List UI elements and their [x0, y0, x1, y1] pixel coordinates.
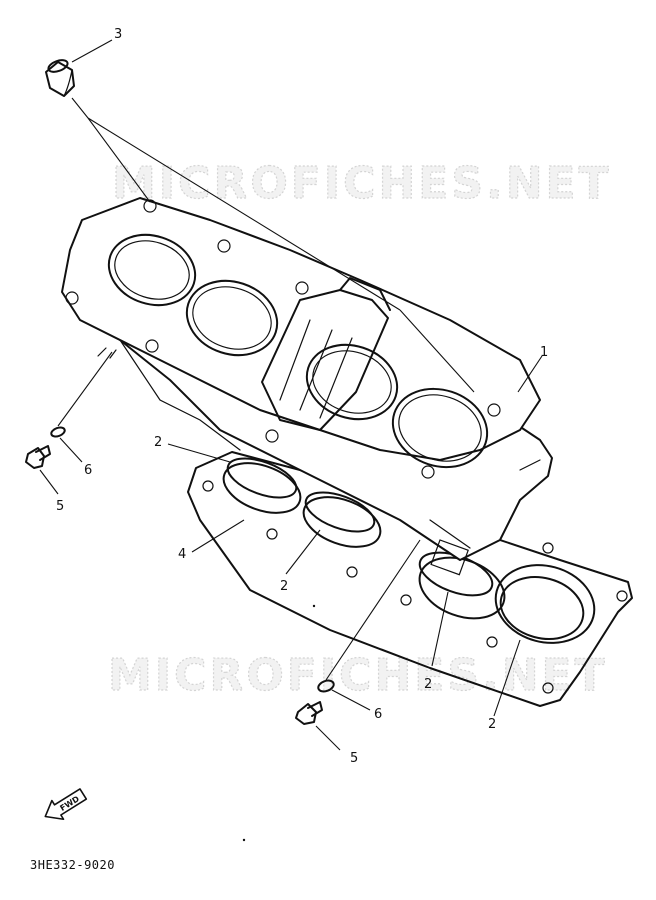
callout-bolt-bottom: 5: [350, 751, 358, 766]
washer-bottom: [317, 679, 335, 693]
leader-lines: [39, 39, 543, 751]
callout-sleeve-mid-left: 2: [280, 579, 288, 594]
forward-arrow-icon: FWD: [44, 788, 88, 821]
callout-gasket: 4: [178, 547, 186, 562]
callout-washer-bottom: 6: [374, 707, 382, 722]
callout-sleeve-right: 2: [488, 717, 496, 732]
callout-bolt-left: 5: [56, 499, 64, 514]
callout-dowel-pin: 3: [114, 27, 122, 42]
callout-sleeve-mid-right: 2: [424, 677, 432, 692]
stray-dot: [312, 604, 316, 608]
bolt-left: [25, 445, 51, 469]
drawing-number: 3HE332-9020: [30, 858, 115, 872]
watermark-top: MICROFICHES.NET: [112, 158, 612, 209]
stray-dot: [242, 838, 246, 842]
callout-washer-left: 6: [84, 463, 92, 478]
watermark-bottom: MICROFICHES.NET: [108, 650, 608, 701]
bolt-bottom: [295, 701, 323, 725]
cylinder-block: [61, 197, 553, 576]
dowel-pin: [45, 59, 75, 97]
callout-cylinder: 1: [540, 345, 548, 360]
callout-sleeve-top-left: 2: [154, 435, 162, 450]
washer-left: [50, 426, 66, 438]
